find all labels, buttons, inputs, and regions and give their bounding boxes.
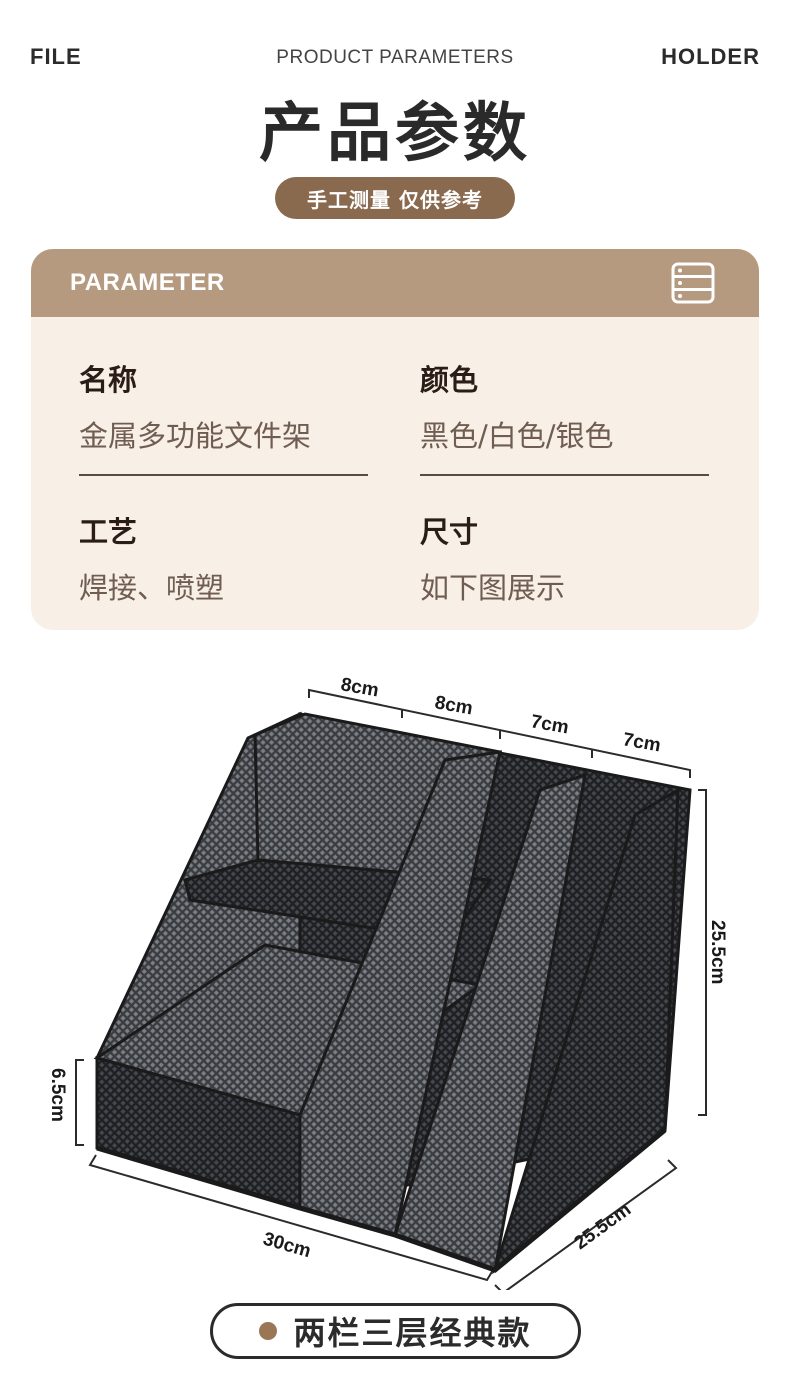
dim-top-2: 8cm <box>433 692 474 719</box>
parameter-card-header: PARAMETER <box>31 249 759 317</box>
divider-right <box>420 474 709 476</box>
param-color-label: 颜色 <box>420 363 479 397</box>
model-label: 两栏三层经典款 <box>293 1314 532 1352</box>
model-badge: 两栏三层经典款 <box>210 1303 581 1359</box>
param-size: 尺寸 如下图展示 <box>420 509 565 607</box>
param-color: 颜色 黑色/白色/银色 <box>420 357 614 455</box>
dim-front-height: 6.5cm <box>47 1068 68 1122</box>
badge-dot-icon <box>259 1322 278 1340</box>
param-size-label: 尺寸 <box>420 515 479 549</box>
param-name-label: 名称 <box>79 363 138 397</box>
header-subtitle: PRODUCT PARAMETERS <box>276 47 514 68</box>
parameter-card: PARAMETER 名称 金属多功能文件架 颜色 黑色/白色/银色 工艺 焊接、… <box>31 249 759 630</box>
parameter-heading: PARAMETER <box>70 269 225 296</box>
dim-top-4: 7cm <box>621 729 662 756</box>
divider-left <box>79 474 368 476</box>
header-right-word: HOLDER <box>661 44 760 69</box>
page-title: 产品参数 <box>259 97 531 171</box>
param-craft-value: 焊接、喷塑 <box>79 571 225 605</box>
dim-top-3: 7cm <box>529 711 570 738</box>
param-craft-label: 工艺 <box>79 515 138 549</box>
note-badge: 手工测量 仅供参考 <box>275 177 515 219</box>
organizer-body <box>93 711 692 1275</box>
param-craft: 工艺 焊接、喷塑 <box>79 509 224 607</box>
dim-width: 30cm <box>261 1229 314 1263</box>
dim-depth: 25.5cm <box>571 1199 635 1254</box>
dimension-lines <box>75 688 707 1290</box>
param-color-value: 黑色/白色/银色 <box>420 419 614 453</box>
param-name: 名称 金属多功能文件架 <box>79 357 311 455</box>
dim-height: 25.5cm <box>707 920 728 984</box>
param-name-value: 金属多功能文件架 <box>79 419 312 453</box>
list-icon <box>671 262 715 304</box>
header-left-word: FILE <box>30 44 82 69</box>
file-holder-illustration: 8cm 8cm 7cm 7cm 25.5cm 6.5cm 30cm 25.5cm <box>47 674 728 1290</box>
param-size-value: 如下图展示 <box>420 571 566 605</box>
